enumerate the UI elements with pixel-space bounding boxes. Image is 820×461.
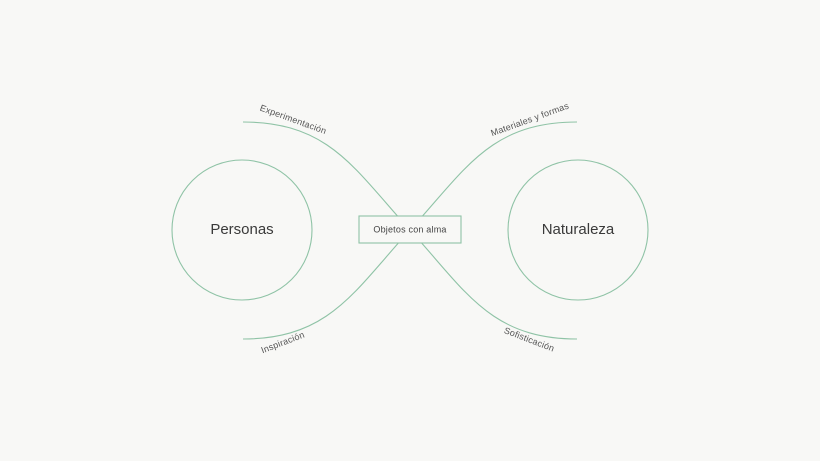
circle-naturaleza [507, 159, 649, 301]
curve-top-right [409, 121, 578, 231]
label-naturaleza: Naturaleza [542, 221, 615, 238]
circle-personas [171, 159, 313, 301]
center-box [358, 215, 462, 244]
label-sofisticacion: Sofisticación [503, 325, 556, 353]
curve-top-left [242, 121, 411, 231]
label-inspiracion: Inspiración [260, 330, 306, 356]
label-materiales-y-formas: Materiales y formas [489, 101, 570, 139]
label-experimentacion: Experimentación [259, 103, 328, 136]
curve-bottom-left [242, 229, 411, 340]
label-objetos-con-alma: Objetos con alma [373, 224, 446, 234]
label-personas: Personas [210, 221, 273, 238]
curve-bottom-right [409, 229, 578, 340]
